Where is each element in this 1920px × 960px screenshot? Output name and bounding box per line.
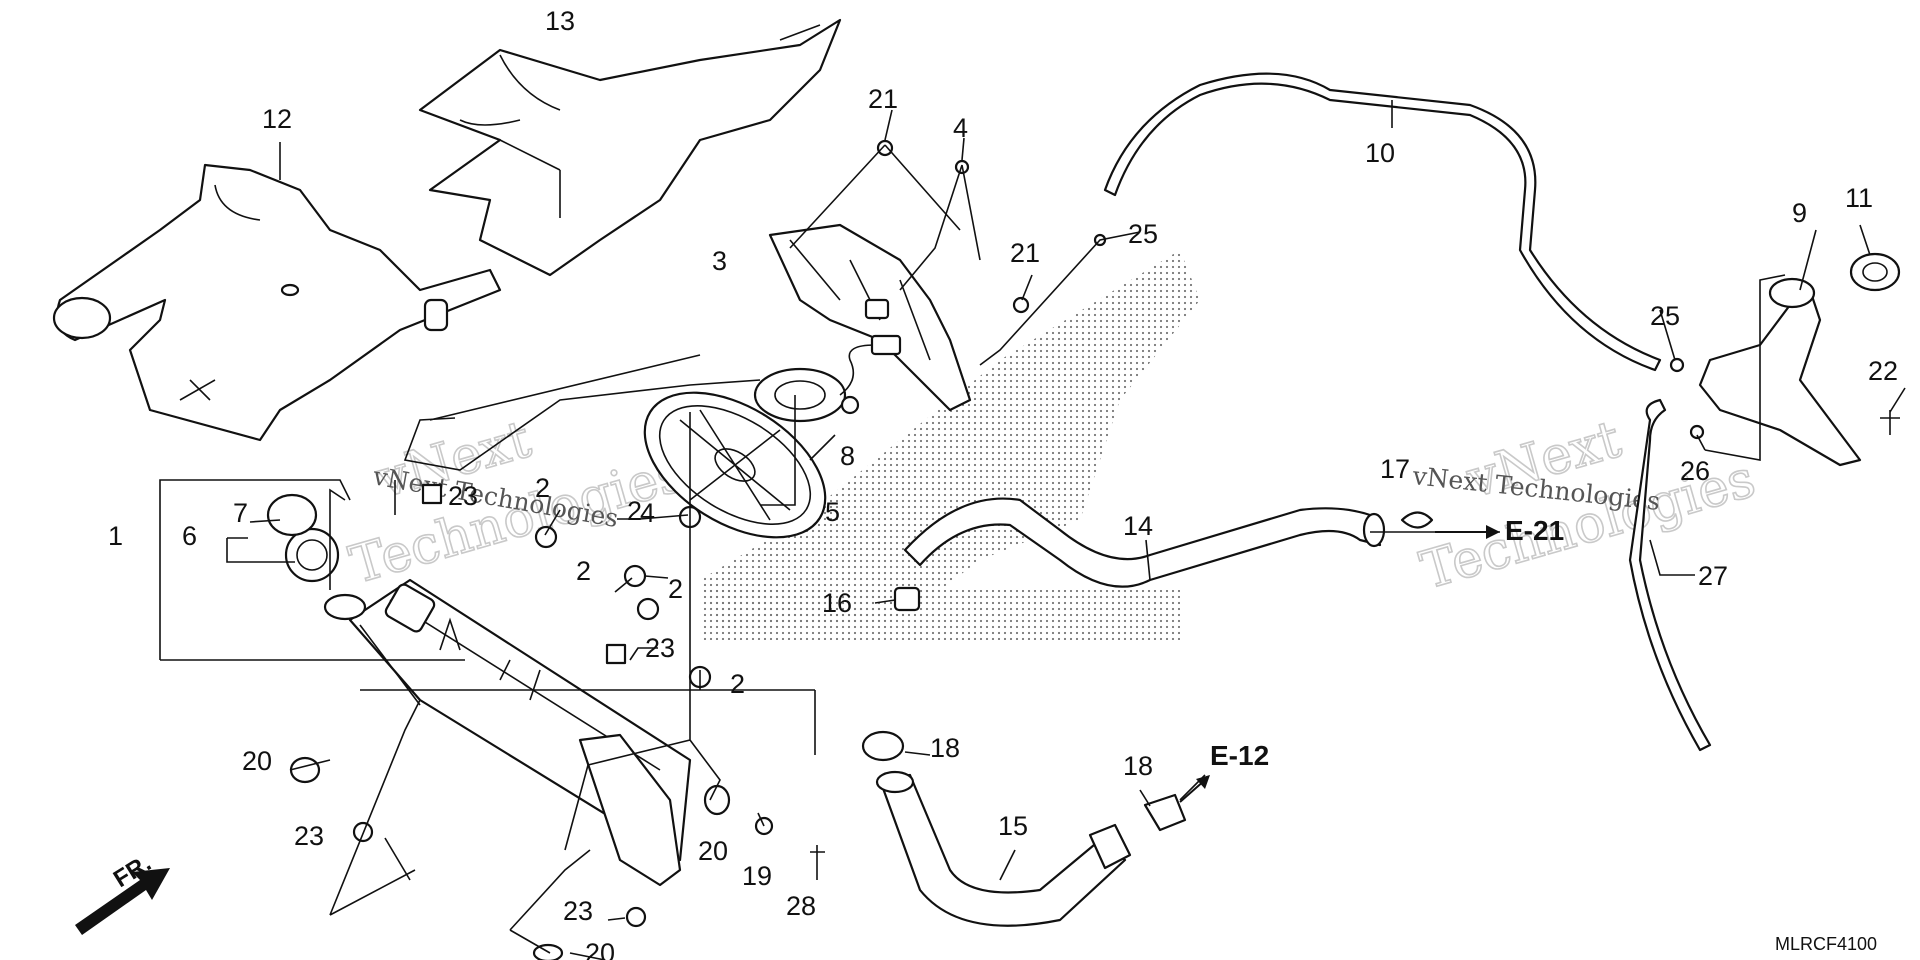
callout-labels: 1 2 2 2 2 2 3 4 4 5 6 7 8 9 10 11 12 13 … — [108, 6, 1898, 960]
callout-25-b: 25 — [1650, 301, 1680, 331]
callout-18-a: 18 — [930, 733, 960, 763]
callout-16: 16 — [822, 588, 852, 618]
reference-e12: E-12 — [1210, 740, 1269, 771]
reserve-tank — [1698, 252, 1901, 467]
reference-e21: E-21 — [1505, 515, 1564, 546]
callout-2-c: 2 — [668, 574, 683, 604]
callout-3: 3 — [712, 246, 727, 276]
callout-23-c: 23 — [294, 821, 324, 851]
callout-2-b: 2 — [576, 556, 591, 586]
callout-17: 17 — [1380, 454, 1410, 484]
callout-13: 13 — [545, 6, 575, 36]
callout-4-b: 4 — [640, 498, 655, 528]
part-10-overflow-hose — [1103, 72, 1662, 372]
callout-2-e: 2 — [627, 496, 642, 526]
callout-21-b: 21 — [1010, 238, 1040, 268]
stipple-shading — [700, 250, 1200, 640]
small-parts — [266, 139, 1900, 960]
diagram-code: MLRCF4100 — [1775, 934, 1877, 954]
part-1-radiator — [323, 578, 692, 887]
callout-25-a: 25 — [1128, 219, 1158, 249]
reference-arrows — [1179, 525, 1500, 803]
part-8-fan-motor — [753, 334, 902, 423]
callout-9: 9 — [1792, 198, 1807, 228]
callout-23-a: 23 — [448, 481, 478, 511]
callout-2-a: 2 — [535, 473, 550, 503]
callout-10: 10 — [1365, 138, 1395, 168]
callout-12: 12 — [262, 104, 292, 134]
part-3-bracket — [768, 223, 972, 412]
callout-15: 15 — [998, 811, 1028, 841]
callout-23-b: 23 — [645, 633, 675, 663]
callout-1: 1 — [108, 521, 123, 551]
part-15-water-pipe — [875, 770, 1132, 927]
callout-28: 28 — [786, 891, 816, 921]
callout-27: 27 — [1698, 561, 1728, 591]
leader-lines — [159, 100, 1906, 960]
part-12-left-shroud — [52, 163, 502, 442]
callout-7: 7 — [233, 498, 248, 528]
callout-20-b: 20 — [698, 836, 728, 866]
callout-22: 22 — [1868, 356, 1898, 386]
callout-8: 8 — [840, 441, 855, 471]
callout-23-d: 23 — [563, 896, 593, 926]
front-direction-arrow: FR. — [75, 850, 170, 935]
callout-14: 14 — [1123, 511, 1153, 541]
callout-5: 5 — [825, 497, 840, 527]
part-13-upper-shroud — [418, 18, 842, 277]
callout-21-a: 21 — [868, 84, 898, 114]
callout-20-a: 20 — [242, 746, 272, 776]
callout-18-b: 18 — [1123, 751, 1153, 781]
callout-20-c: 20 — [585, 938, 615, 960]
callout-26: 26 — [1680, 456, 1710, 486]
part-27-siphon-tube — [1628, 398, 1712, 752]
part-14-radiator-hose — [903, 497, 1386, 588]
callout-11: 11 — [1845, 183, 1873, 213]
callout-2-d: 2 — [730, 669, 745, 699]
callout-4-a: 4 — [953, 113, 968, 143]
callout-6: 6 — [182, 521, 197, 551]
callout-19: 19 — [742, 861, 772, 891]
